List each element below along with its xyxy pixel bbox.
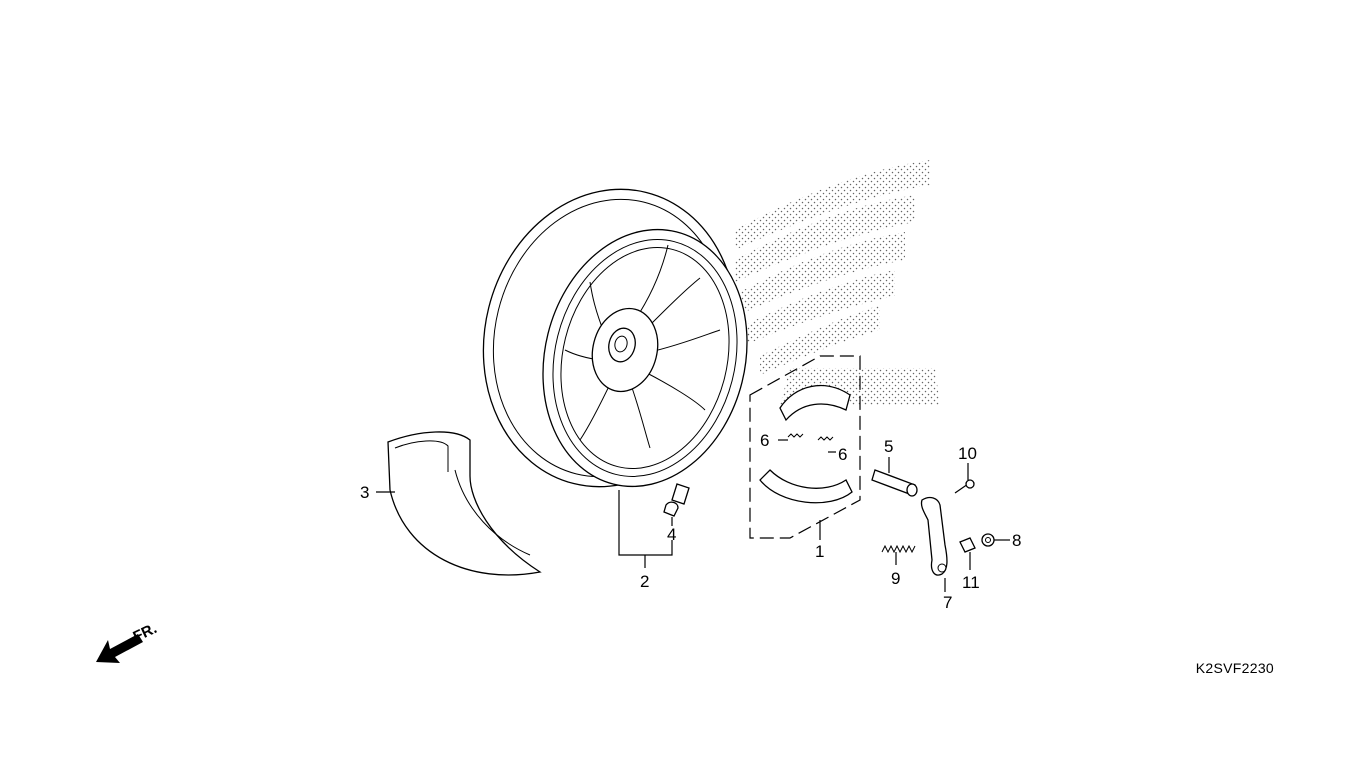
callout-1: 1 [815, 542, 824, 561]
callout-5: 5 [884, 437, 893, 456]
brake-cam [871, 469, 918, 497]
callout-11: 11 [962, 573, 980, 592]
bolt [954, 479, 975, 494]
tire-valve [663, 483, 690, 517]
callout-6b: 6 [838, 445, 847, 464]
collar [959, 537, 976, 553]
return-spring [881, 544, 916, 554]
front-label: FR. [131, 620, 160, 646]
callout-6a: 6 [760, 431, 769, 450]
callout-8: 8 [1012, 531, 1021, 550]
leader-lines [376, 439, 1010, 592]
callout-7: 7 [943, 593, 952, 612]
brake-shoe-set [749, 355, 861, 539]
callout-9: 9 [891, 569, 900, 588]
front-arrow-icon: FR. [96, 620, 160, 663]
callout-2: 2 [640, 572, 649, 591]
callout-10: 10 [958, 444, 977, 463]
brake-arm [920, 496, 948, 576]
shoe-spring [817, 436, 834, 441]
drawing-code: K2SVF2230 [1195, 660, 1274, 676]
callout-3: 3 [360, 483, 369, 502]
wing-watermark-icon [735, 160, 940, 405]
rear-wheel [482, 188, 748, 488]
shoe-spring [787, 433, 804, 438]
callout-4: 4 [667, 525, 676, 544]
mudguard [387, 431, 542, 576]
nut [981, 533, 995, 547]
